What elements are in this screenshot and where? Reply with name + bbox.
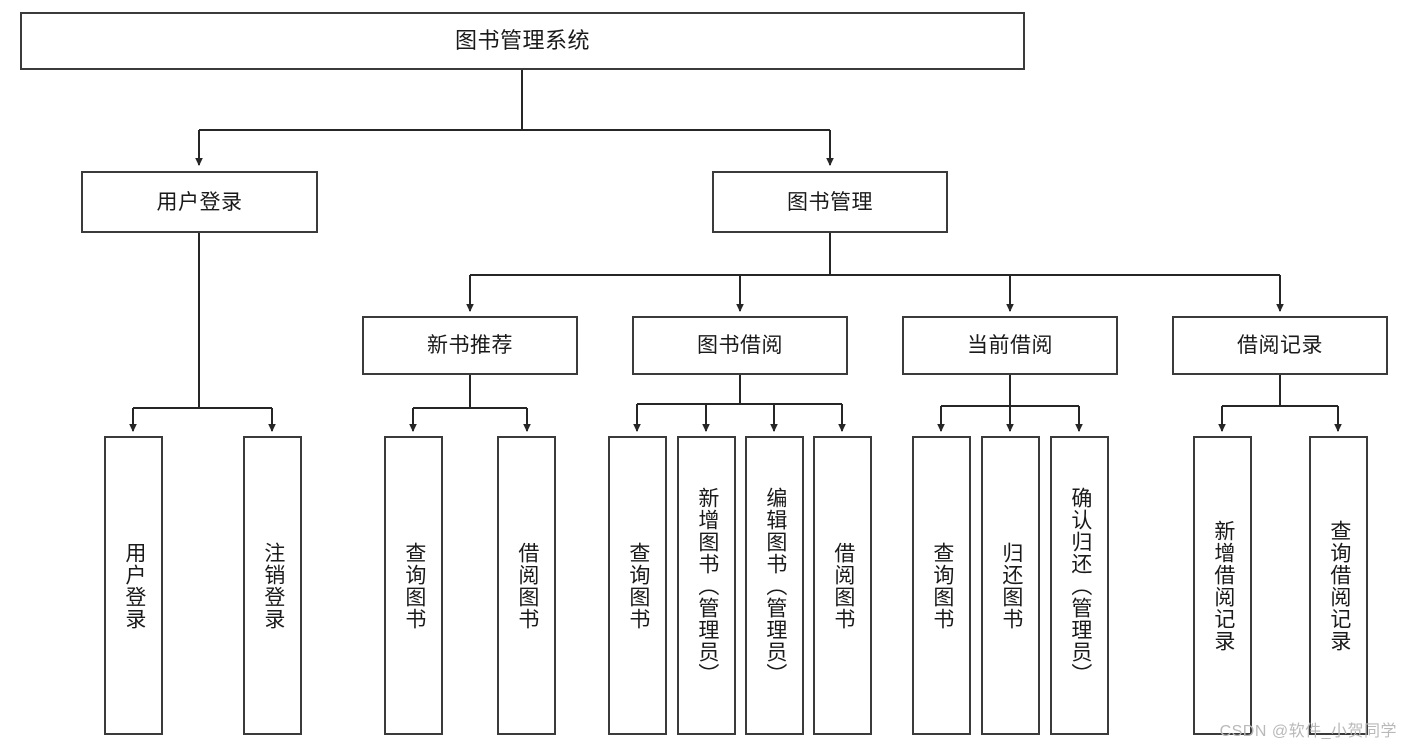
node-book-management-label: 图书管理 [787, 190, 873, 214]
node-leaf-logout[interactable]: 注销登录 [243, 436, 302, 735]
node-leaf-current-query-book[interactable]: 查询图书 [912, 436, 971, 735]
node-leaf-logout-label: 注销登录 [261, 541, 285, 630]
node-new-book-recommend[interactable]: 新书推荐 [362, 316, 578, 375]
node-new-book-recommend-label: 新书推荐 [427, 334, 513, 357]
node-leaf-add-borrow-record-label: 新增借阅记录 [1211, 519, 1235, 652]
node-root-system[interactable]: 图书管理系统 [20, 12, 1025, 70]
node-leaf-confirm-return-admin-label: 确认归还（管理员） [1068, 486, 1092, 685]
node-leaf-borrow-query-book-label: 查询图书 [626, 541, 650, 630]
node-current-borrow-label: 当前借阅 [967, 334, 1053, 357]
node-leaf-new-query-book[interactable]: 查询图书 [384, 436, 443, 735]
node-user-login[interactable]: 用户登录 [81, 171, 318, 233]
node-leaf-query-borrow-record[interactable]: 查询借阅记录 [1309, 436, 1368, 735]
node-leaf-confirm-return-admin[interactable]: 确认归还（管理员） [1050, 436, 1109, 735]
node-leaf-new-borrow-book-label: 借阅图书 [515, 541, 539, 630]
node-user-login-label: 用户登录 [156, 190, 243, 214]
node-leaf-user-login[interactable]: 用户登录 [104, 436, 163, 735]
node-leaf-return-book-label: 归还图书 [999, 541, 1023, 630]
node-leaf-borrow-query-book[interactable]: 查询图书 [608, 436, 667, 735]
node-current-borrow[interactable]: 当前借阅 [902, 316, 1118, 375]
node-leaf-add-borrow-record[interactable]: 新增借阅记录 [1193, 436, 1252, 735]
node-leaf-add-book-admin[interactable]: 新增图书（管理员） [677, 436, 736, 735]
node-leaf-current-query-book-label: 查询图书 [930, 541, 954, 630]
node-leaf-borrow-book-label: 借阅图书 [831, 541, 855, 630]
node-leaf-borrow-book[interactable]: 借阅图书 [813, 436, 872, 735]
node-leaf-new-query-book-label: 查询图书 [402, 541, 426, 630]
node-leaf-user-login-label: 用户登录 [122, 541, 146, 630]
node-leaf-edit-book-admin-label: 编辑图书（管理员） [763, 486, 787, 685]
node-leaf-edit-book-admin[interactable]: 编辑图书（管理员） [745, 436, 804, 735]
node-book-borrow-label: 图书借阅 [697, 334, 783, 357]
node-leaf-query-borrow-record-label: 查询借阅记录 [1327, 519, 1351, 652]
node-book-management[interactable]: 图书管理 [712, 171, 948, 233]
node-leaf-return-book[interactable]: 归还图书 [981, 436, 1040, 735]
node-leaf-add-book-admin-label: 新增图书（管理员） [695, 486, 719, 685]
node-book-borrow[interactable]: 图书借阅 [632, 316, 848, 375]
node-root-system-label: 图书管理系统 [454, 28, 590, 53]
node-borrow-record-label: 借阅记录 [1237, 334, 1323, 357]
node-leaf-new-borrow-book[interactable]: 借阅图书 [497, 436, 556, 735]
node-borrow-record[interactable]: 借阅记录 [1172, 316, 1388, 375]
